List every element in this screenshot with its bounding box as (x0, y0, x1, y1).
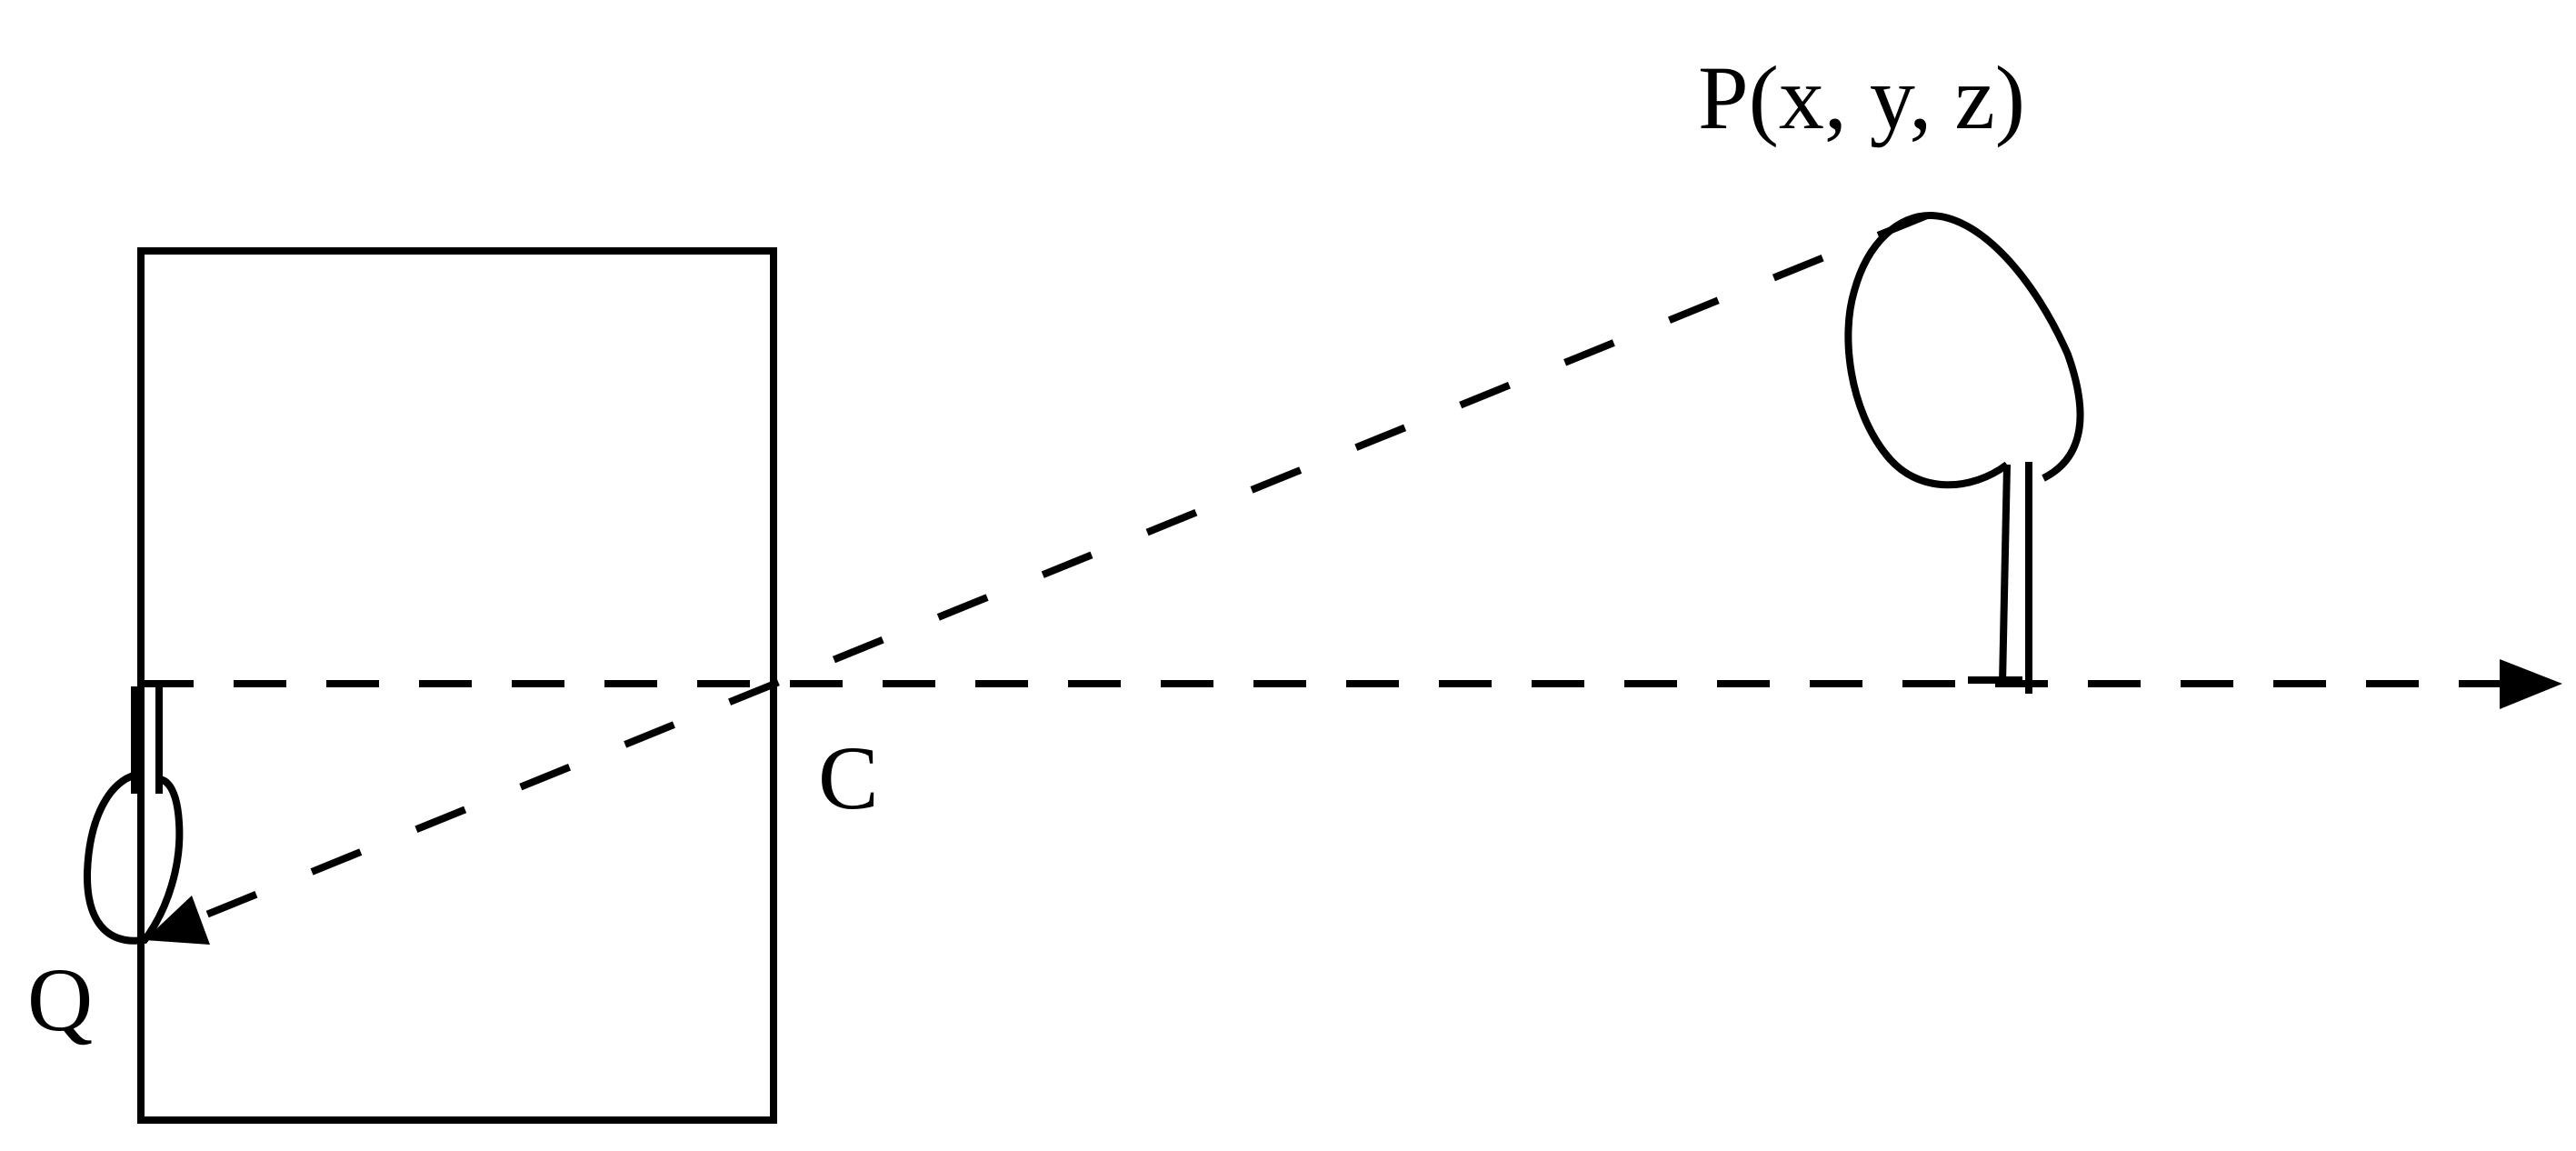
object-stem-left (1999, 464, 2011, 685)
projection-ray (185, 212, 1929, 926)
image-loop (83, 771, 184, 945)
label-point-p: P(x, y, z) (1698, 47, 2025, 148)
object-loop (1844, 211, 2084, 489)
label-image-q: Q (27, 949, 93, 1050)
label-center-c: C (818, 727, 879, 828)
ray-arrowhead (145, 896, 210, 945)
axis-arrowhead (2500, 659, 2562, 709)
